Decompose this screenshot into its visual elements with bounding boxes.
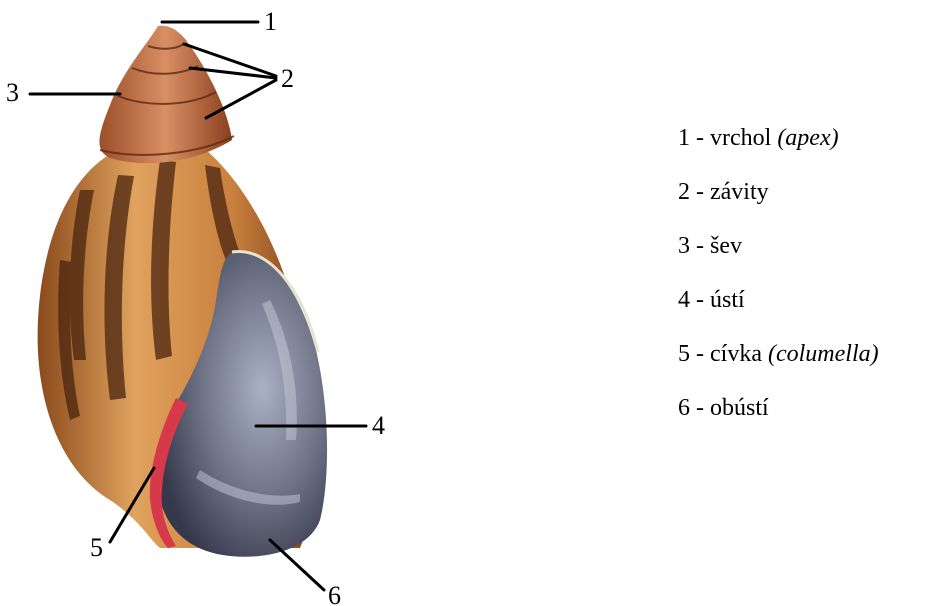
- legend-number: 2: [678, 179, 690, 205]
- legend-term: závity: [710, 179, 769, 205]
- legend-item: 4 - ústí: [678, 280, 879, 334]
- callout-number-4: 4: [372, 411, 385, 440]
- legend-separator: -: [690, 395, 710, 421]
- callout-number-2: 2: [281, 64, 294, 93]
- legend-separator: -: [690, 125, 710, 151]
- callout-number-5: 5: [90, 533, 103, 562]
- callout-number-6: 6: [328, 581, 341, 606]
- legend-latin-term: (apex): [777, 125, 838, 151]
- legend-term: šev: [710, 233, 742, 259]
- legend-number: 4: [678, 287, 690, 313]
- legend-term: vrchol: [710, 125, 771, 151]
- legend-number: 5: [678, 341, 690, 367]
- legend-latin-term: (columella): [768, 341, 879, 367]
- legend-term: obústí: [710, 395, 769, 421]
- legend-item: 2 - závity: [678, 172, 879, 226]
- legend: 1 - vrchol (apex) 2 - závity 3 - šev 4 -…: [678, 118, 879, 442]
- legend-number: 1: [678, 125, 690, 151]
- legend-item: 3 - šev: [678, 226, 879, 280]
- legend-separator: -: [690, 341, 710, 367]
- legend-separator: -: [690, 287, 710, 313]
- legend-number: 6: [678, 395, 690, 421]
- shell-illustration: [38, 26, 327, 557]
- legend-number: 3: [678, 233, 690, 259]
- callout-number-1: 1: [264, 7, 277, 36]
- callout-number-3: 3: [6, 78, 19, 107]
- legend-term: ústí: [710, 287, 745, 313]
- legend-separator: -: [690, 179, 710, 205]
- legend-separator: -: [690, 233, 710, 259]
- legend-item: 6 - obústí: [678, 388, 879, 442]
- legend-item: 5 - cívka (columella): [678, 334, 879, 388]
- legend-term: cívka: [710, 341, 762, 367]
- legend-item: 1 - vrchol (apex): [678, 118, 879, 172]
